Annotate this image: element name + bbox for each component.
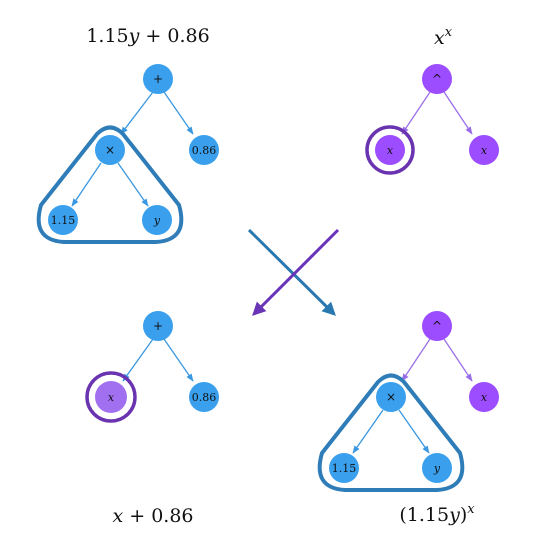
node-variable-label: y <box>153 214 161 227</box>
subtree-highlight-ring <box>85 371 137 423</box>
tree-top-left: 1.15y + 0.86 + × 0.86 1.15 y <box>36 25 219 244</box>
edge-root-to-right <box>443 91 473 135</box>
arrow-purple-to-bottom-left <box>252 228 340 316</box>
node-const-label: 1.15 <box>51 214 76 227</box>
node-plus-label: + <box>153 72 163 86</box>
edge-mul-to-var <box>117 162 149 207</box>
formula-bottom-right: (1.15y)x <box>399 502 475 526</box>
node-plus <box>143 311 173 341</box>
node-variable-label: y <box>433 462 441 475</box>
node-const <box>48 205 78 235</box>
edge-root-to-right <box>443 338 473 382</box>
subtree-highlight-outline <box>317 373 465 492</box>
formula-top-right: xx <box>434 25 453 49</box>
node-power-label: ^ <box>432 319 442 333</box>
edge-root-to-mul <box>120 91 154 135</box>
node-variable-label: x <box>387 144 394 157</box>
crossover-arrows-icon <box>247 228 340 316</box>
node-power <box>422 64 452 94</box>
node-plus-label: + <box>153 319 163 333</box>
node-const <box>189 135 219 165</box>
node-multiply <box>95 135 125 165</box>
node-variable <box>469 135 499 165</box>
node-const <box>329 453 359 483</box>
node-variable-label: x <box>481 391 488 404</box>
node-plus <box>143 64 173 94</box>
edge-root-to-const <box>163 91 194 135</box>
subtree-highlight-outline <box>36 125 184 244</box>
node-multiply <box>376 382 406 412</box>
node-const-label: 1.15 <box>332 462 357 475</box>
formula-top-left: 1.15y + 0.86 <box>86 25 209 47</box>
formula-bottom-left: x + 0.86 <box>112 505 193 527</box>
arrow-blue-to-bottom-right <box>247 228 336 316</box>
tree-top-right: xx ^ x x <box>365 25 499 175</box>
edge-root-to-mul <box>401 338 431 382</box>
node-variable <box>422 453 452 483</box>
node-variable <box>375 135 405 165</box>
edge-root-to-right <box>163 338 194 382</box>
tree-bottom-right: ^ × x 1.15 y (1.15y)x <box>317 311 499 526</box>
node-multiply-label: × <box>386 390 396 404</box>
node-multiply-label: × <box>105 143 115 157</box>
edge-root-to-left <box>122 338 154 382</box>
node-variable-label: x <box>481 144 488 157</box>
subtree-highlight-ring <box>365 125 415 175</box>
node-power <box>422 311 452 341</box>
node-const <box>189 382 219 412</box>
node-const-label: 0.86 <box>192 391 217 404</box>
node-const-label: 0.86 <box>192 144 217 157</box>
edge-mul-to-const <box>352 409 384 454</box>
edge-root-to-left <box>401 91 431 135</box>
node-variable <box>469 382 499 412</box>
node-variable <box>142 205 172 235</box>
edge-mul-to-var <box>398 409 430 454</box>
node-variable-label: x <box>108 391 115 404</box>
edge-mul-to-const <box>71 162 102 207</box>
node-power-label: ^ <box>432 72 442 86</box>
tree-bottom-left: + x 0.86 x + 0.86 <box>85 311 219 527</box>
node-variable <box>95 381 127 413</box>
